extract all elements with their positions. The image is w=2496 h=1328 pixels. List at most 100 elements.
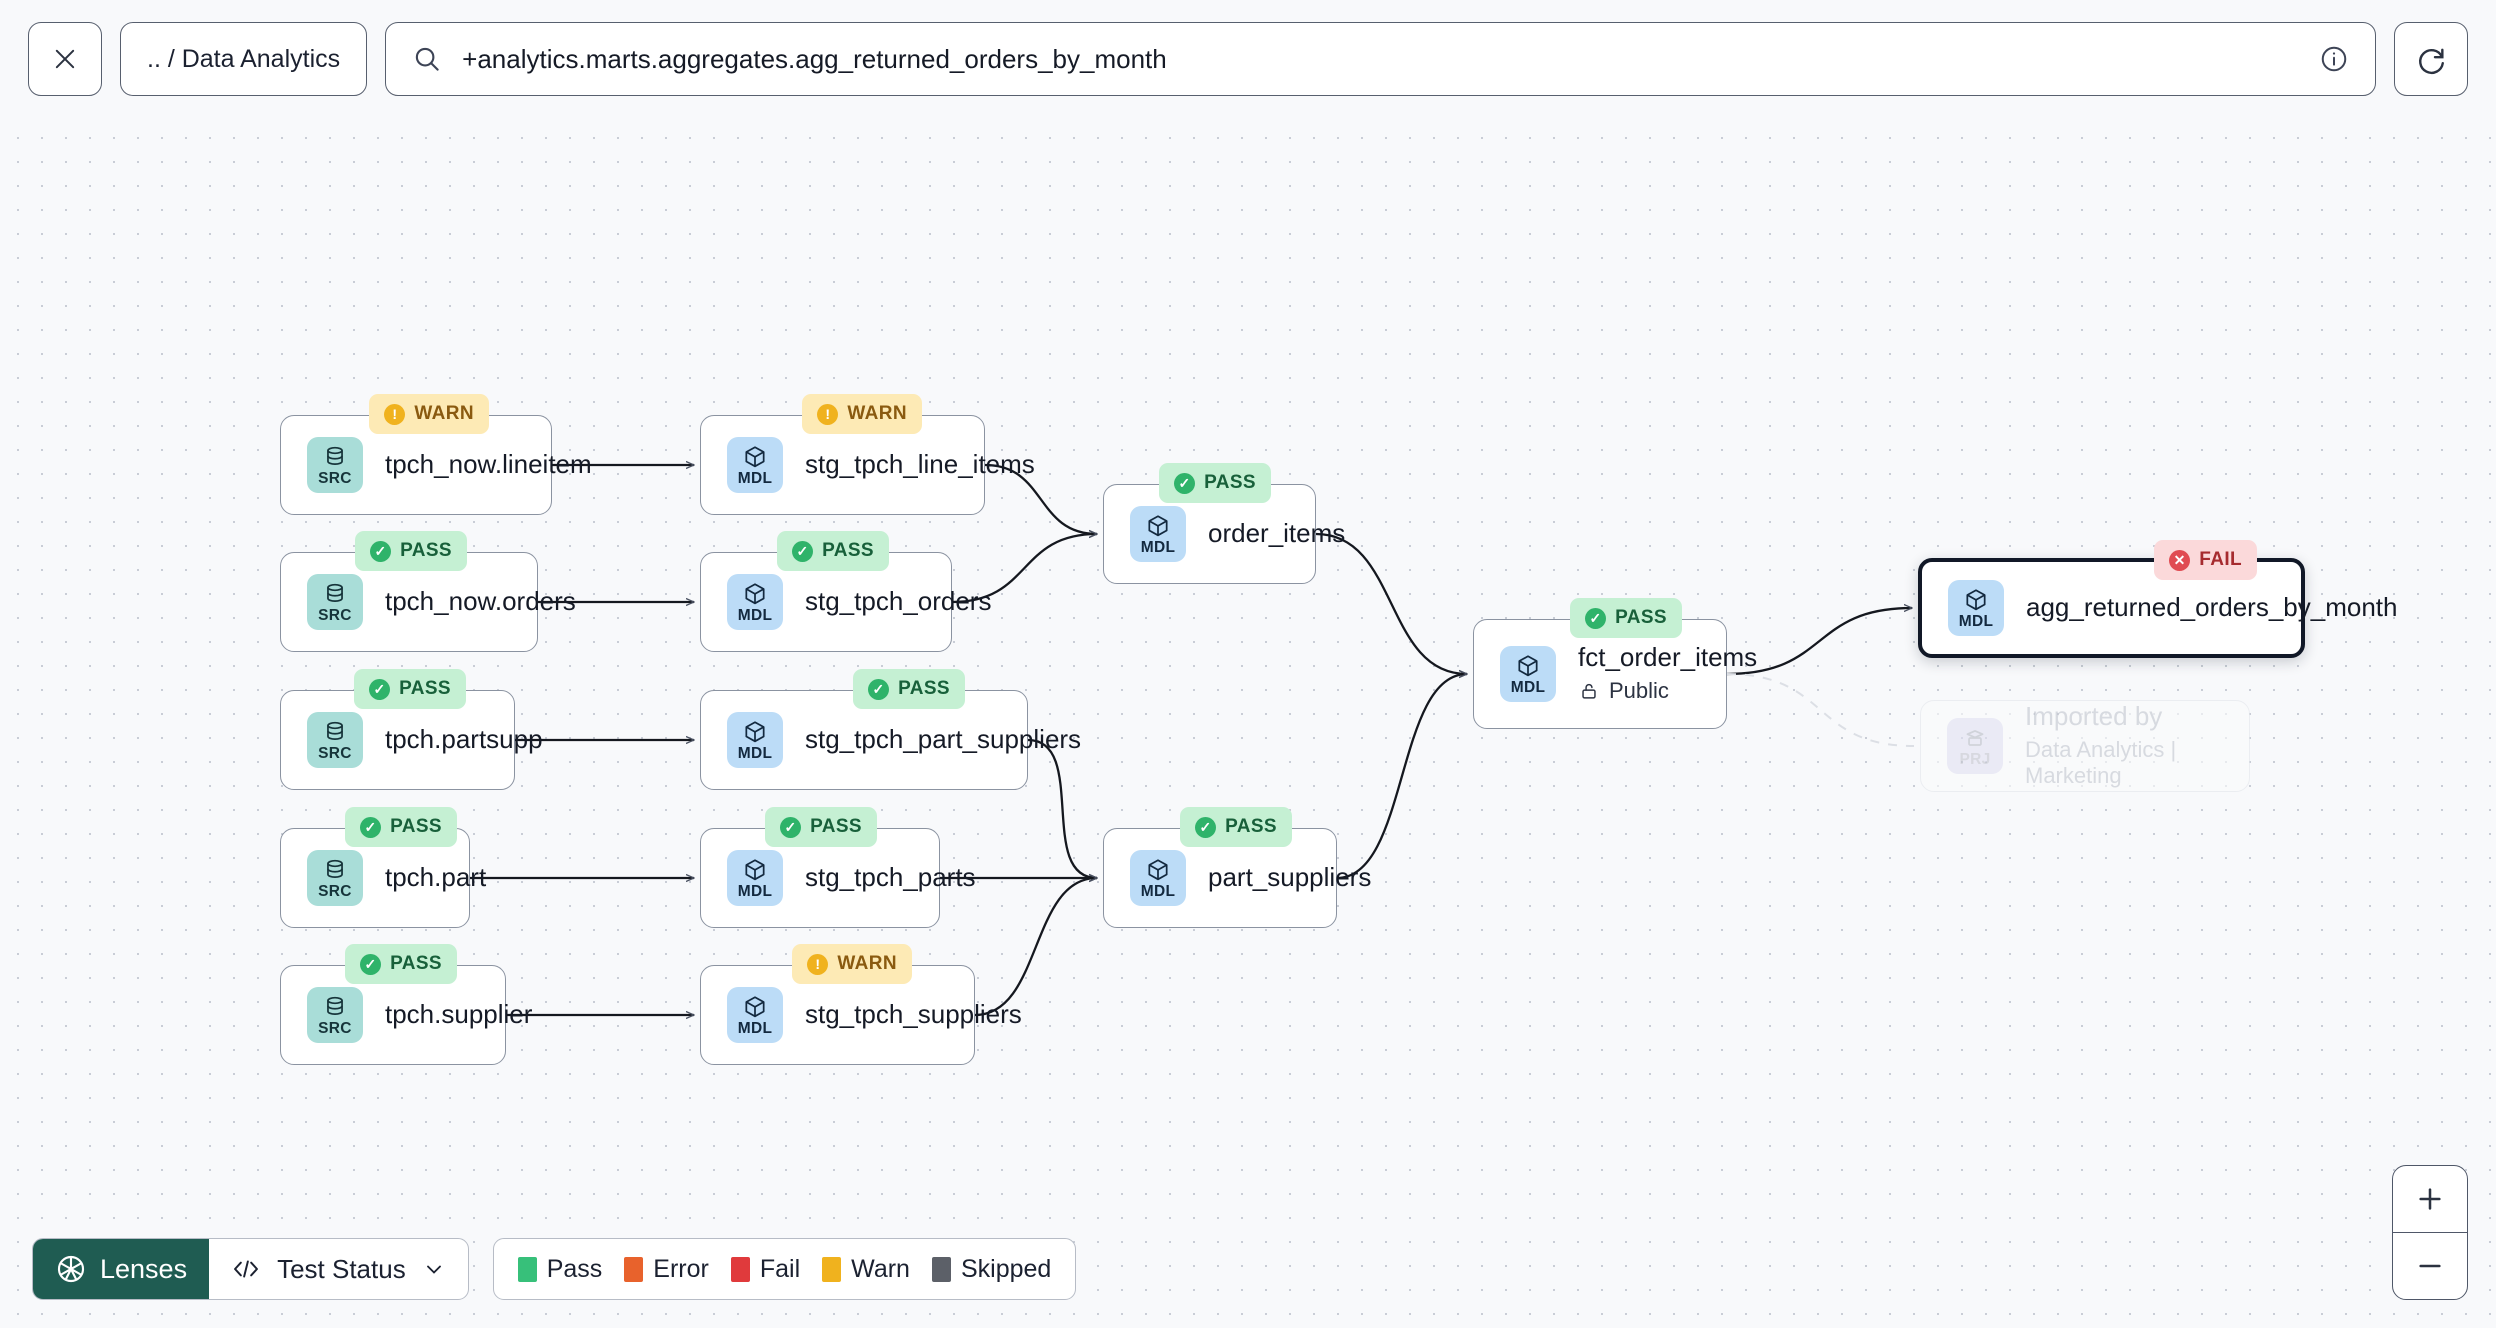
legend-item-error[interactable]: Error <box>624 1255 709 1284</box>
cube-icon <box>1966 589 1986 610</box>
cube-icon <box>745 859 765 880</box>
node-status-badge-pass: ✓ PASS <box>765 807 877 847</box>
zoom-out-button[interactable] <box>2393 1233 2467 1299</box>
legend-label: Skipped <box>960 1254 1052 1283</box>
legend-item-fail[interactable]: Fail <box>730 1255 800 1284</box>
node-body: tpch.supplier <box>385 999 533 1030</box>
node-status-label: PASS <box>390 816 442 837</box>
node-status-badge-warn: ! WARN <box>802 394 922 434</box>
node-body: stg_tpch_orders <box>805 588 991 616</box>
node-status-badge-fail: ✕ FAIL <box>2154 540 2257 580</box>
node-body: stg_tpch_part_suppliers <box>805 726 1081 754</box>
graph-node-order_items[interactable]: MDL order_items ✓ PASS <box>1103 463 1345 584</box>
zoom-controls <box>2392 1165 2468 1300</box>
pass-icon: ✓ <box>1195 816 1217 838</box>
pass-icon: ✓ <box>360 953 382 975</box>
node-label: stg_tpch_parts <box>805 862 976 893</box>
close-button[interactable] <box>28 22 102 96</box>
node-body: part_suppliers <box>1208 862 1372 893</box>
graph-node-tpch_now_orders[interactable]: SRC tpch_now.orders ✓ PASS <box>280 531 576 652</box>
node-status-label: PASS <box>898 678 950 699</box>
test-status-dropdown[interactable]: Test Status <box>209 1239 468 1299</box>
warn-icon: ! <box>807 953 829 975</box>
node-status-label: PASS <box>400 540 452 561</box>
lenses-button[interactable]: Lenses <box>33 1239 210 1299</box>
code-icon <box>234 1260 259 1278</box>
graph-node-stg_tpch_line_items[interactable]: MDL stg_tpch_line_items ! WARN <box>700 394 1035 515</box>
node-body: order_items <box>1208 520 1345 548</box>
graph-node-tpch_partsupp[interactable]: SRC tpch.partsupp ✓ PASS <box>280 669 543 790</box>
graph-node-stg_tpch_orders[interactable]: MDL stg_tpch_orders ✓ PASS <box>700 531 991 652</box>
node-status-label: WARN <box>847 403 907 424</box>
node-kind-badge-mdl: MDL <box>727 987 783 1043</box>
node-status-badge-warn: ! WARN <box>792 944 912 984</box>
graph-node-part_suppliers[interactable]: MDL part_suppliers ✓ PASS <box>1103 807 1372 928</box>
bottom-toolbar: Lenses Test Status Pass Error Fail Warn … <box>32 1238 1077 1300</box>
status-legend: Pass Error Fail Warn Skipped <box>492 1238 1077 1300</box>
node-label: Imported by <box>2025 700 2163 731</box>
edge-stg_tpch_suppliers-to-part_suppliers <box>974 878 1097 1017</box>
pass-icon: ✓ <box>370 540 392 562</box>
node-sublabel: Data Analytics | Marketing <box>2025 737 2177 789</box>
edge-part_suppliers-to-fct_order_items <box>1336 674 1467 880</box>
cube-icon <box>745 721 765 742</box>
cube-icon <box>745 446 765 467</box>
graph-node-tpch_supplier[interactable]: SRC tpch.supplier ✓ PASS <box>280 944 533 1065</box>
minus-icon <box>2419 1264 2441 1268</box>
database-icon <box>327 583 343 602</box>
node-kind-badge-mdl: MDL <box>727 850 783 906</box>
node-kind-badge-mdl: MDL <box>1130 506 1186 562</box>
graph-node-stg_tpch_part_suppliers[interactable]: MDL stg_tpch_part_suppliers ✓ PASS <box>700 669 1081 790</box>
node-status-label: PASS <box>399 678 451 699</box>
info-icon[interactable] <box>2319 44 2349 74</box>
legend-swatch-error <box>624 1256 644 1282</box>
legend-swatch-pass <box>517 1256 537 1282</box>
node-status-badge-pass: ✓ PASS <box>777 531 889 571</box>
search-input[interactable] <box>462 43 2299 75</box>
node-label: tpch_now.orders <box>385 586 576 617</box>
graph-node-stg_tpch_parts[interactable]: MDL stg_tpch_parts ✓ PASS <box>700 807 976 928</box>
refresh-button[interactable] <box>2394 22 2468 96</box>
graph-node-agg_returned_orders_by_month[interactable]: MDL agg_returned_orders_by_month ✕ FAIL <box>1918 540 2398 658</box>
zoom-in-button[interactable] <box>2393 1166 2467 1232</box>
node-kind-badge-mdl: MDL <box>727 712 783 768</box>
zoom-divider <box>2393 1232 2467 1233</box>
node-status-label: WARN <box>414 403 474 424</box>
lenses-label: Lenses <box>100 1253 188 1284</box>
node-body: stg_tpch_line_items <box>805 451 1035 479</box>
pass-icon: ✓ <box>780 816 802 838</box>
legend-item-skipped[interactable]: Skipped <box>931 1254 1052 1284</box>
node-kind-badge-src: SRC <box>307 437 363 493</box>
graph-node-tpch_now_lineitem[interactable]: SRC tpch_now.lineitem ! WARN <box>280 394 592 515</box>
node-body: fct_order_items Public <box>1578 643 1757 704</box>
legend-item-pass[interactable]: Pass <box>517 1255 602 1284</box>
legend-item-warn[interactable]: Warn <box>822 1255 910 1284</box>
node-status-badge-warn: ! WARN <box>369 394 489 434</box>
graph-node-tpch_part[interactable]: SRC tpch.part ✓ PASS <box>280 807 486 928</box>
test-status-label: Test Status <box>277 1253 406 1284</box>
node-label: tpch.supplier <box>385 999 533 1030</box>
node-label: part_suppliers <box>1208 862 1372 893</box>
node-label: agg_returned_orders_by_month <box>2026 592 2398 623</box>
pass-icon: ✓ <box>369 678 391 700</box>
graph-node-stg_tpch_suppliers[interactable]: MDL stg_tpch_suppliers ! WARN <box>700 944 1022 1065</box>
project-icon <box>1966 729 1984 746</box>
breadcrumb[interactable]: .. / Data Analytics <box>120 22 368 96</box>
refresh-icon <box>2419 48 2444 75</box>
warn-icon: ! <box>384 403 406 425</box>
legend-swatch-warn <box>822 1256 842 1282</box>
node-body: tpch_now.orders <box>385 586 576 617</box>
legend-label: Warn <box>851 1254 910 1283</box>
lineage-search-bar[interactable] <box>385 22 2376 96</box>
graph-node-fct_order_items[interactable]: MDL fct_order_items Public ✓ PASS <box>1473 598 1757 729</box>
legend-label: Error <box>653 1254 709 1283</box>
pass-icon: ✓ <box>360 816 382 838</box>
node-body: tpch_now.lineitem <box>385 451 592 479</box>
node-body: tpch.partsupp <box>385 726 543 754</box>
node-kind-badge-mdl: MDL <box>727 437 783 493</box>
node-kind-badge-src: SRC <box>307 987 363 1043</box>
node-kind-badge-src: SRC <box>307 850 363 906</box>
